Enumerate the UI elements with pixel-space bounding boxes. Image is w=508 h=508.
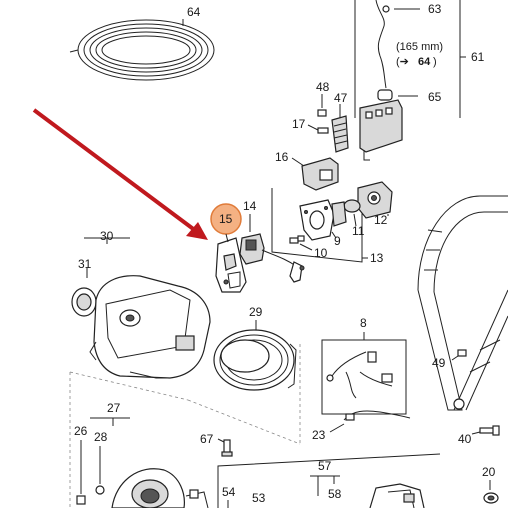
part-9-bracket[interactable] — [299, 199, 335, 241]
part-11-cap[interactable] — [343, 199, 361, 213]
part-16-ignition-module[interactable] — [301, 157, 339, 191]
label-47: 47 — [334, 91, 348, 105]
label-67: 67 — [200, 432, 214, 446]
label-14: 14 — [243, 199, 257, 213]
part-29-air-filter[interactable] — [213, 329, 297, 391]
part-15-cover-plate[interactable] — [215, 237, 247, 293]
handlebar[interactable] — [417, 195, 508, 411]
part-47-spark-boot[interactable] — [331, 115, 349, 153]
label-16: 16 — [275, 150, 289, 164]
note-length: (165 mm) — [396, 41, 443, 53]
label-26: 26 — [74, 424, 88, 438]
part-48-screw[interactable] — [317, 109, 327, 117]
label-30: 30 — [100, 229, 114, 243]
label-57: 57 — [318, 459, 332, 473]
part-28-screw[interactable] — [95, 485, 105, 495]
part-63-hose[interactable] — [375, 0, 390, 89]
part-61-control-module[interactable] — [359, 99, 403, 161]
label-23: 23 — [312, 428, 326, 442]
part-12-carburetor[interactable] — [357, 181, 393, 219]
part-20-nut[interactable] — [483, 492, 499, 504]
label-64: 64 — [187, 5, 201, 19]
label-20: 20 — [482, 465, 496, 479]
label-17: 17 — [292, 117, 306, 131]
note-close: ) — [433, 56, 437, 68]
box-8 — [321, 339, 407, 415]
label-31: 31 — [78, 257, 92, 271]
label-65: 65 — [428, 90, 442, 104]
label-12: 12 — [374, 213, 388, 227]
label-54: 54 — [222, 485, 236, 499]
bracket-13 — [271, 188, 363, 263]
red-arrow-pointer — [32, 108, 208, 240]
part-30-air-filter-cover[interactable] — [89, 275, 211, 379]
label-27: 27 — [107, 401, 121, 415]
label-11: 11 — [352, 224, 365, 238]
part-8-fuel-lines[interactable] — [326, 351, 393, 399]
part-67-plug[interactable] — [221, 439, 233, 457]
part-10-screw[interactable] — [289, 235, 305, 244]
label-9: 9 — [334, 234, 341, 248]
part-31-knob[interactable] — [71, 287, 97, 317]
label-61: 61 — [471, 50, 485, 64]
part-49-screw[interactable] — [457, 349, 467, 357]
label-28: 28 — [94, 430, 108, 444]
note-ref-64: 64 — [418, 56, 431, 68]
label-13: 13 — [370, 251, 384, 265]
bottom-box — [217, 453, 441, 508]
part-14-switch[interactable] — [239, 233, 305, 283]
label-15: 15 — [219, 212, 233, 226]
part-53-assembly[interactable] — [369, 483, 425, 508]
label-8: 8 — [360, 316, 367, 330]
part-65-connector[interactable] — [377, 89, 393, 101]
label-40: 40 — [458, 432, 472, 446]
part-40-bolt[interactable] — [479, 425, 500, 436]
label-63: 63 — [428, 2, 442, 16]
label-10: 10 — [314, 246, 328, 260]
part-54-screw[interactable] — [189, 489, 199, 499]
part-23-hose[interactable] — [343, 410, 411, 421]
label-29: 29 — [249, 305, 263, 319]
note-arrow: (➔ — [396, 56, 409, 68]
part-26-screw[interactable] — [76, 495, 86, 505]
label-58: 58 — [328, 487, 342, 501]
label-48: 48 — [316, 80, 330, 94]
part-9-gasket[interactable] — [331, 201, 347, 227]
part-27-cylinder-cover[interactable] — [111, 468, 209, 508]
label-49: 49 — [432, 356, 446, 370]
label-53: 53 — [252, 491, 266, 505]
part-64-coil[interactable] — [69, 19, 215, 81]
part-17-screw[interactable] — [317, 127, 329, 134]
